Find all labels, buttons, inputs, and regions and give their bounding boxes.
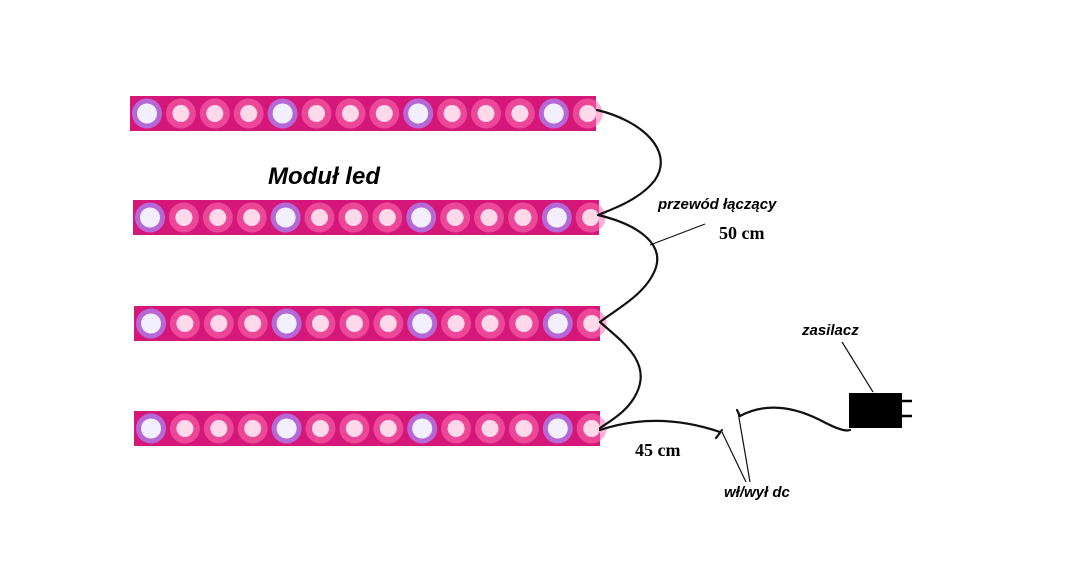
led-white — [543, 103, 564, 124]
connecting-wire-3 — [598, 320, 642, 430]
connector-wire-label: przewód łączący — [658, 196, 777, 213]
led-pink — [515, 420, 533, 437]
supply-wire — [738, 406, 852, 432]
connecting-wire-1 — [595, 108, 662, 217]
led-white — [141, 418, 161, 439]
led-pink — [447, 315, 465, 332]
led-pink — [210, 315, 228, 332]
led-pink — [579, 105, 597, 122]
led-pink — [210, 420, 228, 437]
led-pink — [379, 420, 397, 437]
led-pink — [345, 420, 363, 437]
led-strip-2 — [133, 200, 606, 235]
led-white — [276, 313, 297, 334]
led-pink — [379, 315, 397, 332]
led-strips — [130, 96, 607, 446]
switch-contact-left — [714, 428, 724, 440]
leader-switch-left — [721, 431, 747, 483]
lead-length-label: 45 cm — [635, 440, 681, 460]
led-white — [141, 313, 161, 334]
led-pink — [240, 105, 258, 122]
led-white — [275, 207, 296, 228]
power-supply-label: zasilacz — [802, 322, 859, 339]
led-pink — [477, 105, 495, 122]
led-strip-3 — [134, 306, 607, 341]
leader-switch-right — [737, 411, 751, 483]
led-pink — [312, 420, 329, 437]
led-pink — [582, 209, 600, 226]
led-pink — [206, 105, 224, 122]
led-strip-4 — [134, 411, 607, 446]
led-pink — [481, 420, 499, 437]
led-pink — [378, 209, 396, 226]
led-pink — [514, 209, 532, 226]
connecting-wire-2 — [596, 213, 659, 324]
led-pink — [481, 315, 499, 332]
led-pink — [172, 105, 190, 122]
led-pink — [176, 315, 194, 332]
led-white — [272, 103, 293, 124]
leader-power-supply — [841, 341, 874, 393]
led-pink — [243, 209, 261, 226]
led-pink — [311, 209, 328, 226]
led-pink — [244, 420, 262, 437]
lead-wire — [598, 419, 722, 434]
led-pink — [583, 315, 601, 332]
led-pink — [446, 209, 464, 226]
led-white — [412, 418, 433, 439]
connector-length-label: 50 cm — [719, 223, 765, 243]
led-pink — [244, 315, 262, 332]
power-supply-box — [849, 393, 902, 428]
led-white — [547, 313, 568, 334]
led-pink — [312, 315, 329, 332]
led-white — [276, 418, 297, 439]
switch-label: wł/wył dc — [724, 484, 790, 501]
led-pink — [443, 105, 461, 122]
led-strip-1 — [130, 96, 603, 131]
led-pink — [511, 105, 529, 122]
led-pink — [344, 209, 362, 226]
led-pink — [447, 420, 465, 437]
led-pink — [176, 420, 194, 437]
led-white — [411, 207, 432, 228]
led-pink — [375, 105, 393, 122]
led-pink — [209, 209, 227, 226]
led-pink — [341, 105, 359, 122]
led-white — [546, 207, 567, 228]
led-white — [408, 103, 429, 124]
led-pink — [308, 105, 325, 122]
leader-connector-wire — [649, 223, 706, 246]
module-label: Moduł led — [268, 163, 380, 190]
led-pink — [515, 315, 533, 332]
led-pink — [345, 315, 363, 332]
led-white — [140, 207, 160, 228]
led-pink — [175, 209, 193, 226]
led-white — [547, 418, 568, 439]
led-pink — [480, 209, 498, 226]
led-white — [137, 103, 157, 124]
led-white — [412, 313, 433, 334]
led-pink — [583, 420, 601, 437]
